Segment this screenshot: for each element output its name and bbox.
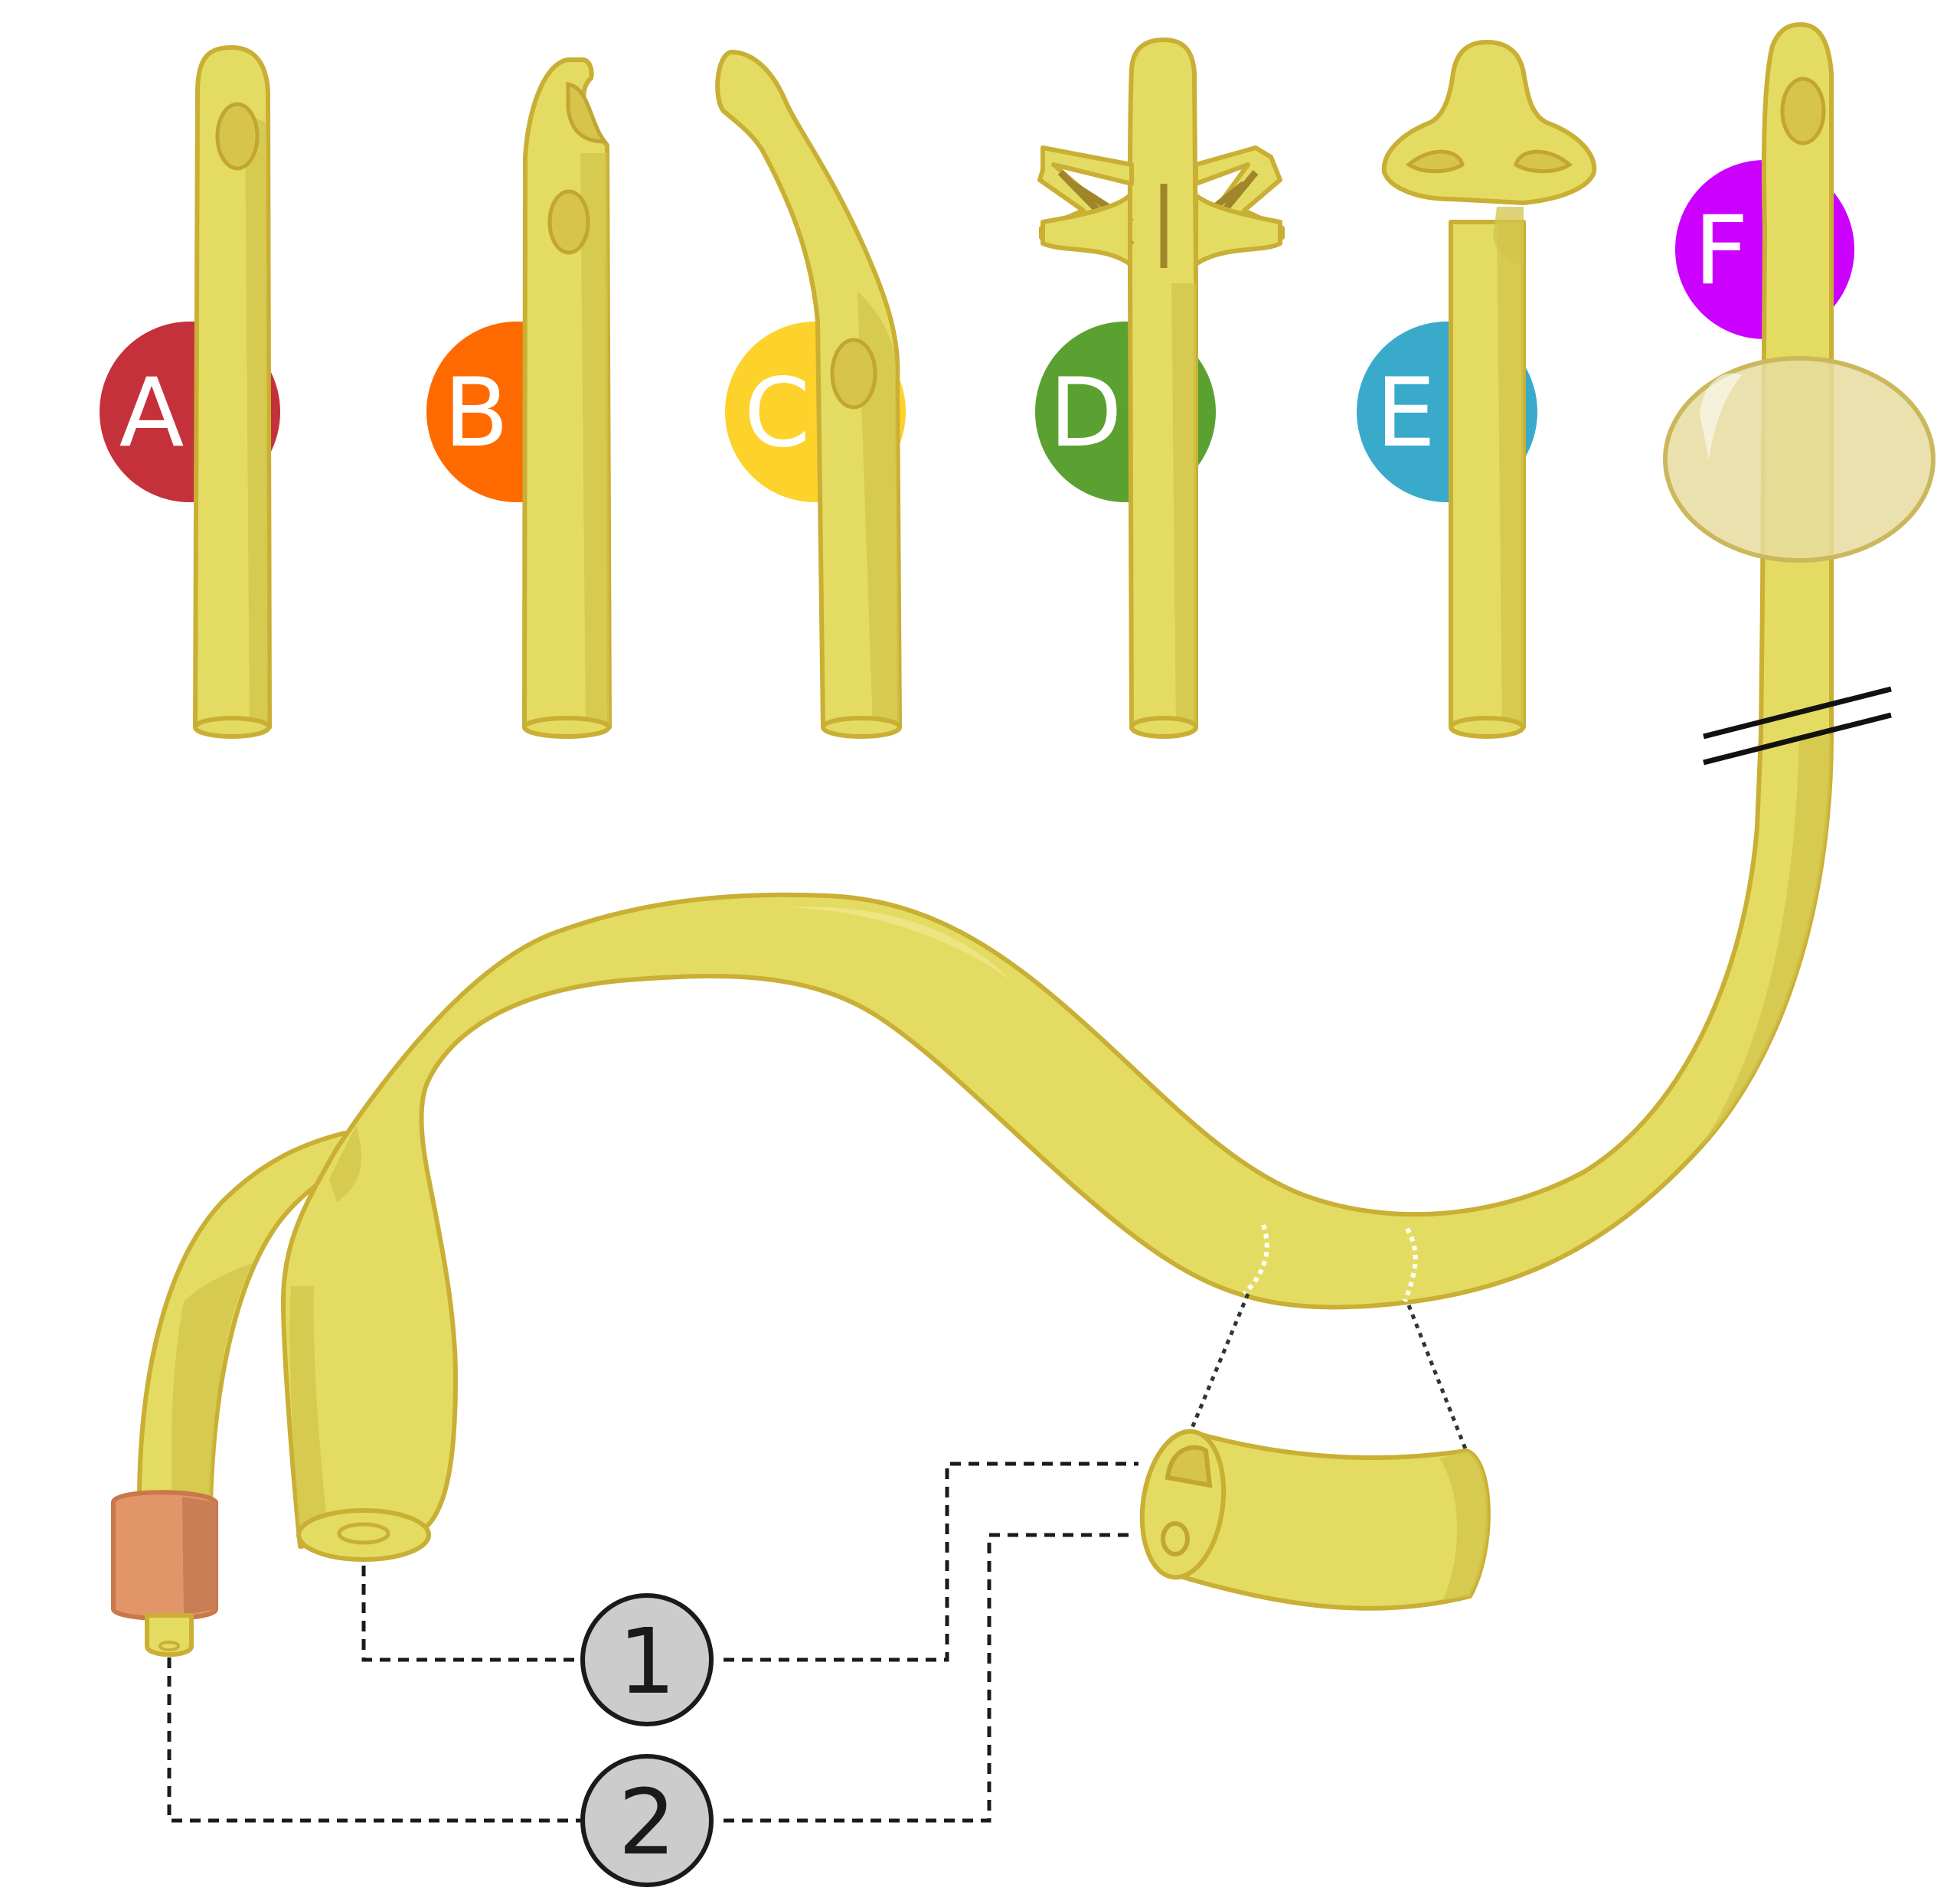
tip-f-eyelet (1780, 77, 1826, 145)
tip-b-notch (566, 82, 609, 144)
zoom-line-left (1188, 1293, 1250, 1432)
tip-b-eyelet (547, 189, 590, 255)
tip-e-pezzer (1381, 40, 1597, 739)
badge-e-label: E (1376, 358, 1436, 469)
tip-c-eyelet (830, 338, 877, 410)
badge-a-label: A (119, 358, 185, 469)
lumen-label-1-text: 1 (618, 1608, 675, 1714)
foley-catheter (111, 22, 1936, 1657)
break-mark-upper (1703, 686, 1892, 740)
lumen-label-2: 2 (580, 1754, 714, 1887)
catheter-shaft (281, 22, 1834, 1549)
drainage-lumen (1165, 1445, 1213, 1488)
inflation-port (145, 1613, 194, 1657)
drainage-outlet (296, 1508, 431, 1562)
tip-a-eyelet (215, 102, 260, 171)
tip-d-malecot (1037, 38, 1285, 739)
badge-f-label: F (1694, 196, 1748, 306)
cross-section-segment (1139, 1293, 1491, 1611)
retention-balloon (1663, 356, 1936, 563)
tip-c-coude (715, 50, 902, 739)
badge-c-label: C (744, 358, 811, 469)
leader-1-right (724, 1461, 1138, 1662)
badge-b-label: B (443, 358, 508, 469)
break-mark-lower (1703, 712, 1892, 766)
leader-2-right (724, 1533, 1133, 1823)
zoom-line-right (1406, 1305, 1468, 1452)
section-cut-right (1403, 1227, 1418, 1303)
leader-2-left (167, 1657, 582, 1823)
leader-1-left (361, 1566, 582, 1662)
inflation-lumen (1161, 1521, 1190, 1556)
tip-b-bevel (522, 57, 612, 739)
badge-d-label: D (1049, 358, 1122, 469)
lumen-label-1: 1 (580, 1593, 714, 1726)
lumen-label-2-text: 2 (618, 1769, 675, 1875)
tip-e-eyelet-left (1405, 149, 1465, 174)
section-cut-left (1242, 1224, 1269, 1296)
tip-a-straight (193, 45, 272, 739)
tip-e-eyelet-right (1514, 149, 1573, 174)
